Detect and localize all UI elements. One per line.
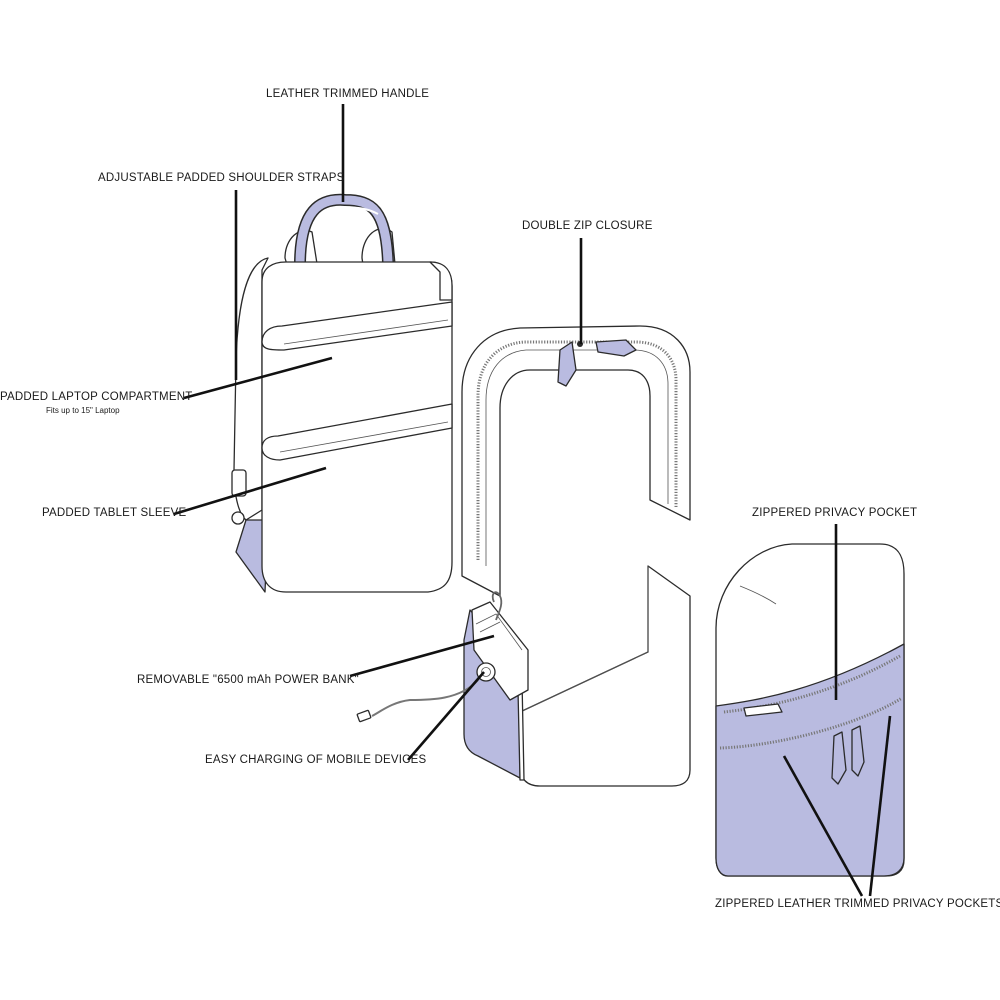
label-laptop-fit: Fits up to 15" Laptop <box>46 406 120 415</box>
backpack-assembled <box>231 193 453 593</box>
label-privacy-pocket: ZIPPERED PRIVACY POCKET <box>752 507 918 519</box>
power-bank <box>471 601 529 701</box>
label-handle: LEATHER TRIMMED HANDLE <box>266 88 430 100</box>
charging-cable <box>491 591 503 621</box>
label-leather-pockets: ZIPPERED LEATHER TRIMMED PRIVACY POCKETS <box>715 898 1000 910</box>
label-laptop-compartment: PADDED LAPTOP COMPARTMENT <box>0 391 193 403</box>
leader-lines <box>173 104 892 897</box>
pocket-zipper-pulls <box>831 725 865 785</box>
leader-charging <box>407 671 485 761</box>
charging-cable-wire <box>371 679 479 717</box>
power-bank-pocket <box>356 591 529 781</box>
pocket-zip <box>719 696 903 750</box>
back-panel-base <box>235 519 269 593</box>
leader-pocket-a <box>782 755 864 897</box>
leader-tablet <box>173 466 327 516</box>
privacy-panel <box>715 543 905 877</box>
leather-trimmed-pocket <box>715 643 905 877</box>
backpack-gusset <box>429 261 453 301</box>
zip-shell <box>461 325 691 787</box>
usb-plug <box>356 709 372 723</box>
tablet-sleeve-flap <box>261 403 453 461</box>
label-tablet-sleeve: PADDED TABLET SLEEVE <box>42 507 187 519</box>
strap-ring <box>231 511 245 525</box>
label-double-zip: DOUBLE ZIP CLOSURE <box>522 220 653 232</box>
leader-pocket-b <box>868 715 892 897</box>
label-charging: EASY CHARGING OF MOBILE DEVICES <box>205 754 427 766</box>
label-power-bank: REMOVABLE "6500 mAh POWER BANK" <box>137 674 359 686</box>
strap-buckle <box>231 469 247 497</box>
leather-handle-trim <box>295 195 393 270</box>
laptop-compartment-flap <box>261 301 453 351</box>
leader-laptop <box>183 356 333 400</box>
shoulder-strap <box>233 257 269 521</box>
zip-shell-outline <box>461 325 691 597</box>
shell-lower <box>519 565 691 787</box>
label-shoulder-straps: ADJUSTABLE PADDED SHOULDER STRAPS <box>98 172 345 184</box>
zipper-pulls <box>557 339 637 387</box>
leader-power-bank <box>349 634 495 678</box>
